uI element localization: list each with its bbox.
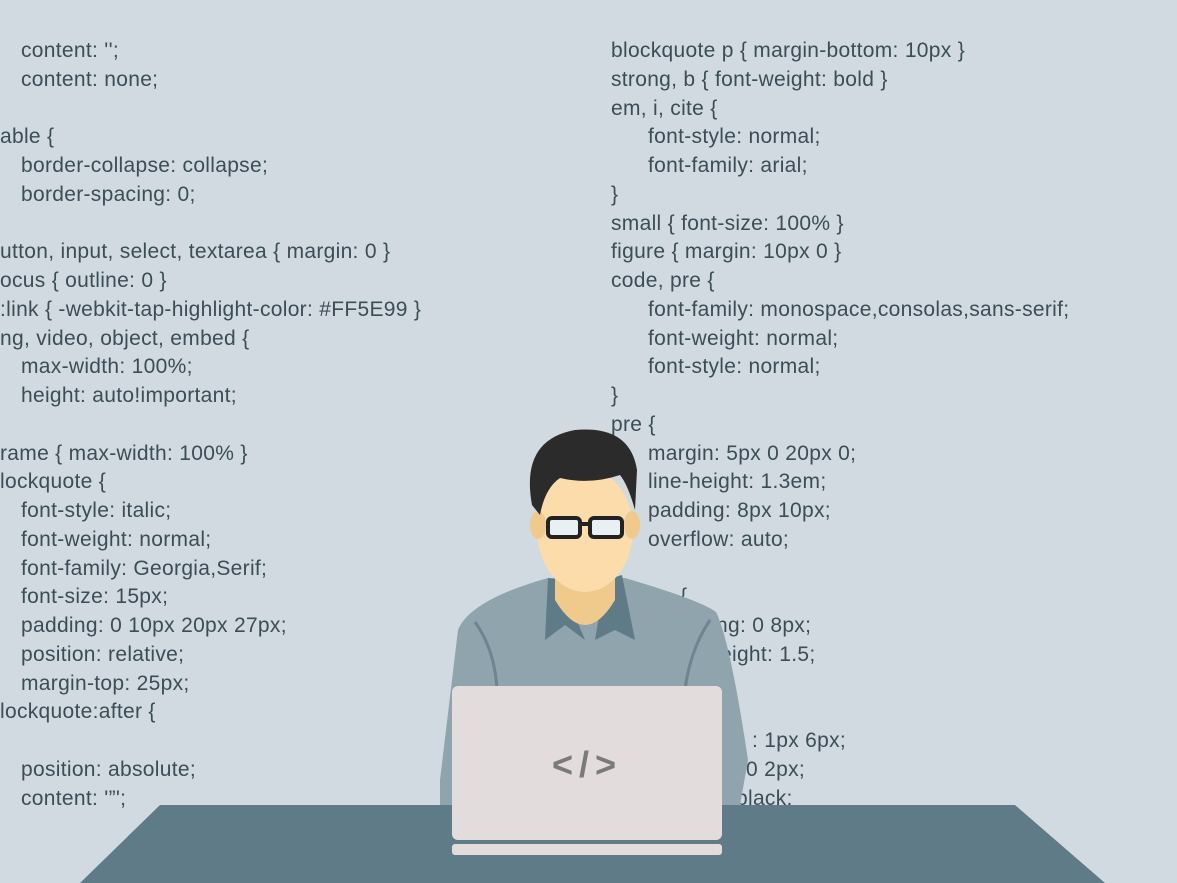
code-line: height: auto!important; (21, 384, 237, 407)
code-line: content: '”'; (21, 786, 127, 810)
code-line-fragment: eight: 1.5; (720, 642, 816, 666)
code-line: font-style: normal; (648, 125, 821, 149)
laptop: </> (452, 686, 722, 855)
code-line: small { font-size: 100% } (611, 211, 844, 235)
code-line-fragment: black; (736, 786, 793, 810)
code-line: margin: 5px 0 20px 0; (648, 441, 857, 465)
code-line-fragment: : 1px 6px; (752, 729, 847, 752)
ear-right (624, 511, 640, 539)
code-line: ng, video, object, embed { (0, 326, 250, 350)
code-line: :link { -webkit-tap-highlight-color: #FF… (0, 297, 422, 321)
code-line: font-style: italic; (21, 499, 172, 522)
code-line: overflow: auto; (648, 527, 790, 551)
code-line: font-size: 15px; (21, 585, 169, 609)
code-line: font-family: arial; (648, 154, 808, 177)
code-line: font-weight: normal; (21, 527, 212, 551)
code-line: margin-top: 25px; (21, 671, 190, 695)
code-line: border-collapse: collapse; (21, 154, 269, 177)
code-line: code, pre { (611, 269, 715, 292)
code-line: figure { margin: 10px 0 } (611, 240, 842, 264)
code-line: utton, input, select, textarea { margin:… (0, 240, 391, 264)
shirt-seam-left (473, 621, 499, 691)
face (537, 468, 633, 592)
code-line: border-spacing: 0; (21, 182, 196, 206)
code-line: font-style: normal; (648, 355, 821, 379)
code-line: padding: 8px 10px; (648, 499, 831, 522)
code-line: content: none; (21, 67, 159, 91)
shirt-seam-right (683, 619, 712, 691)
code-icon: </> (552, 744, 622, 785)
code-line-fragment: { (680, 585, 688, 609)
code-line: font-family: Georgia,Serif; (21, 556, 268, 580)
code-line: content: ''; (21, 39, 120, 62)
code-line: font-family: monospace,consolas,sans-ser… (648, 297, 1070, 321)
code-line: padding: 0 10px 20px 27px; (21, 614, 287, 637)
code-line: font-weight: normal; (648, 326, 839, 350)
code-line: line-height: 1.3em; (648, 470, 827, 494)
code-line: lockquote { (0, 470, 107, 494)
code-line: able { (0, 125, 55, 149)
hair (529, 429, 637, 515)
code-line: position: relative; (21, 642, 185, 666)
code-line: ocus { outline: 0 } (0, 269, 167, 292)
code-line-fragment: ng: 0 8px; (716, 614, 812, 637)
code-line: } (611, 182, 619, 206)
code-line: lockquote:after { (0, 700, 156, 724)
code-line-fragment: 0 2px; (746, 757, 806, 781)
code-line: em, i, cite { (611, 96, 718, 120)
code-line: } (611, 384, 619, 407)
code-line: strong, b { font-weight: bold } (611, 67, 888, 91)
code-line: position: absolute; (21, 757, 196, 781)
code-line: max-width: 100%; (21, 355, 193, 379)
code-line: rame { max-width: 100% } (0, 441, 248, 465)
code-line: pre { (611, 412, 656, 436)
code-line: blockquote p { margin-bottom: 10px } (611, 39, 966, 62)
ear-left (530, 511, 546, 539)
glasses-icon (546, 516, 624, 539)
